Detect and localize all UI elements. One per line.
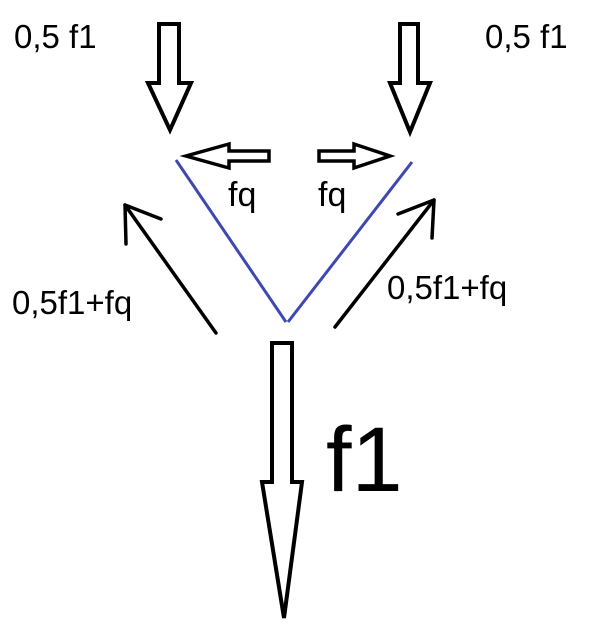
v-right-line [286,161,414,323]
label-f1-total: f1 [326,409,403,511]
right-diagonal-arrow-shaft [333,198,436,329]
label-fq-left: fq [228,176,257,214]
bottom-f1-down-arrow [259,341,305,619]
label-top-left-force: 0,5 f1 [14,18,97,55]
v-left-line [174,159,288,323]
top-left-down-arrow [144,22,195,135]
fq-left-arrow [179,141,271,171]
fq-right-arrow [317,141,396,171]
label-fq-right: fq [318,176,347,214]
left-diagonal-arrow-head [123,203,163,246]
left-diagonal-arrow-shaft [123,203,218,335]
right-diagonal-arrow-head [396,198,436,240]
top-right-down-arrow [387,22,433,138]
label-top-right-force: 0,5 f1 [485,18,568,55]
label-resultant-left: 0,5f1+fq [12,284,133,321]
label-resultant-right: 0,5f1+fq [387,269,508,306]
